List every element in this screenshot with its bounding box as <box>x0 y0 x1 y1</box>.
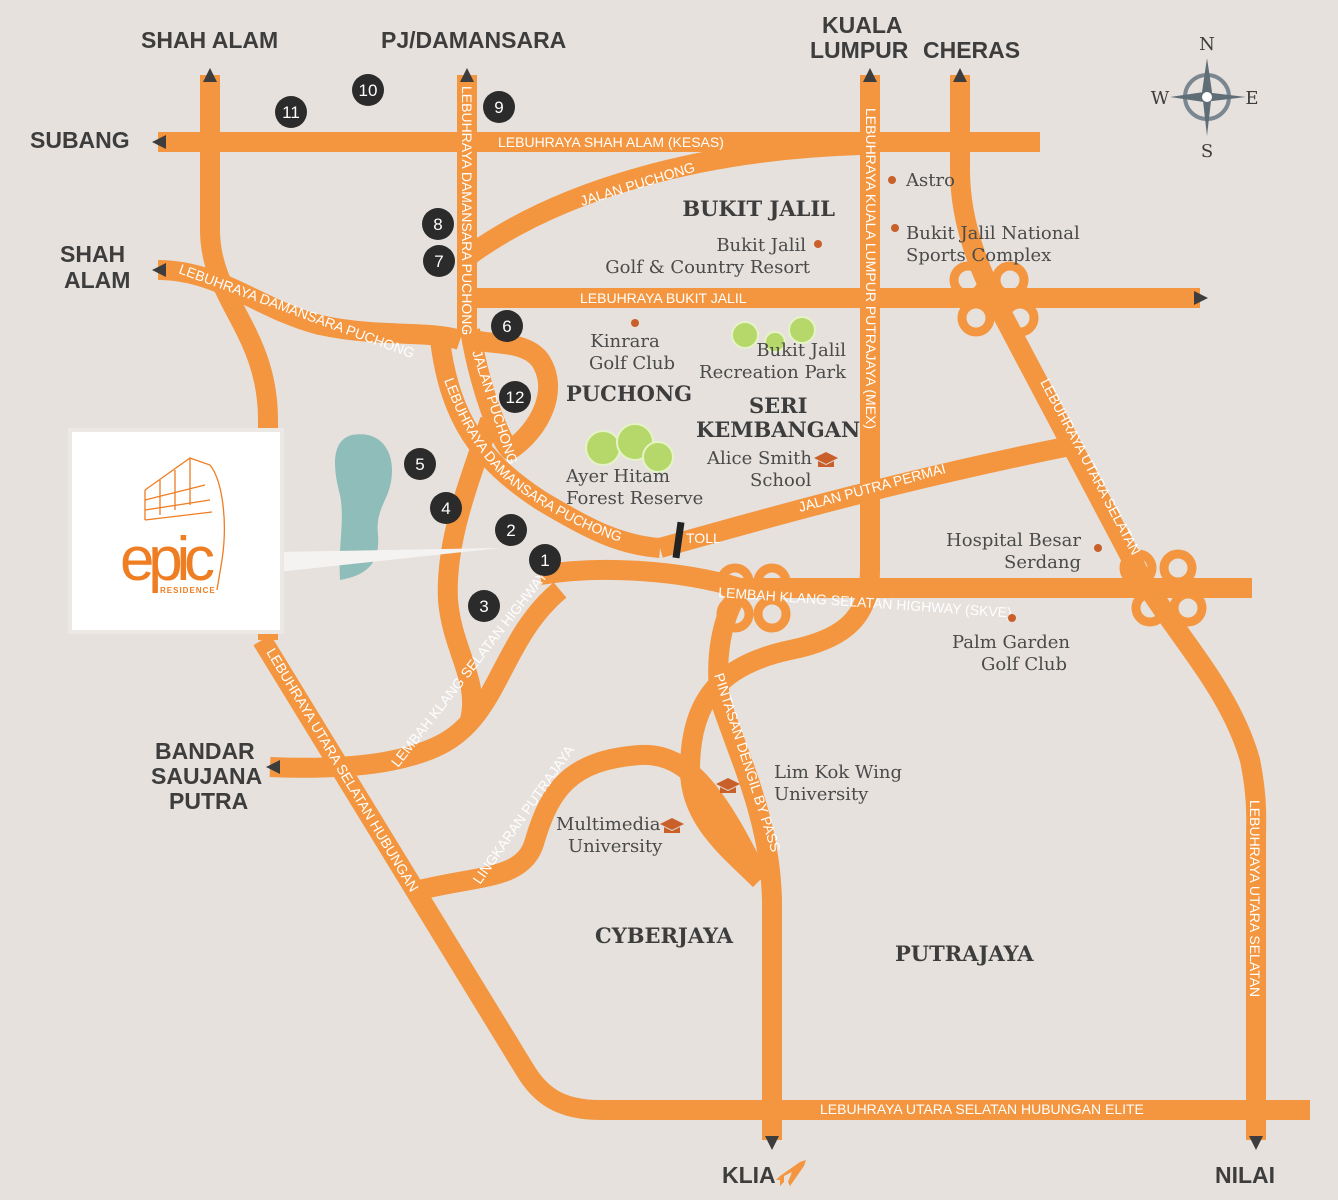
epic-residence-logo <box>144 457 226 591</box>
svg-text:3: 3 <box>479 597 488 616</box>
school-icon <box>814 452 838 467</box>
poi-bj-golf-1: Bukit Jalil <box>716 235 806 256</box>
poi-hospital-2: Serdang <box>1004 552 1081 573</box>
poi-kinrara-1: Kinrara <box>590 331 660 352</box>
logo-card <box>68 428 284 634</box>
poi-lkw-2: University <box>774 784 869 805</box>
dest-kl-2: LUMPUR <box>810 37 909 63</box>
marker-11[interactable]: 11 <box>275 96 307 128</box>
area-bukit-jalil: BUKIT JALIL <box>682 196 835 221</box>
dest-bandar-3: PUTRA <box>169 788 248 814</box>
road-label-toll: TOLL <box>686 530 721 546</box>
road-label-mex: LEBUHRAYA KUALA LUMPUR PUTRAJAYA (MEX) <box>863 108 879 429</box>
svg-text:12: 12 <box>506 388 525 407</box>
logo-subtitle: RESIDENCE <box>160 586 216 595</box>
callout-pointer <box>278 548 500 572</box>
marker-1[interactable]: 1 <box>529 544 561 576</box>
marker-6[interactable]: 6 <box>491 310 523 342</box>
area-seri-2: KEMBANGAN <box>696 417 860 442</box>
dest-cheras: CHERAS <box>923 37 1020 63</box>
road-label-lksh: LEMBAH KLANG SELATAN HIGHWAY <box>388 567 551 769</box>
poi-bukit-jalil-national-2: Sports Complex <box>906 245 1051 266</box>
svg-text:1: 1 <box>540 551 549 570</box>
svg-text:8: 8 <box>433 215 442 234</box>
compass-west: W <box>1151 88 1170 109</box>
airplane-icon <box>776 1160 806 1186</box>
svg-text:9: 9 <box>494 98 503 117</box>
dest-subang: SUBANG <box>30 127 130 153</box>
poi-alice-smith-1: Alice Smith <box>706 448 812 469</box>
road-label-bukit-jalil: LEBUHRAYA BUKIT JALIL <box>580 290 747 306</box>
park-trees <box>585 316 816 473</box>
compass-south: S <box>1201 141 1213 162</box>
toll-gate <box>672 521 685 559</box>
lake <box>335 434 392 580</box>
poi-ayer-hitam-2: Forest Reserve <box>566 488 703 509</box>
compass-north: N <box>1199 34 1215 55</box>
svg-text:4: 4 <box>441 499 450 518</box>
poi-kinrara-2: Golf Club <box>589 353 675 374</box>
area-puchong: PUCHONG <box>566 381 692 406</box>
dest-klia: KLIA <box>722 1162 776 1188</box>
dest-nilai: NILAI <box>1215 1162 1275 1188</box>
dest-kl-1: KUALA <box>822 12 903 38</box>
poi-mmu-2: University <box>568 836 663 857</box>
dest-bandar-2: SAUJANA <box>151 763 262 789</box>
dest-shah-alam: SHAH ALAM <box>141 27 278 53</box>
dest-shah-alam-w1: SHAH <box>60 241 125 267</box>
dest-bandar-1: BANDAR <box>155 738 255 764</box>
poi-hospital-1: Hospital Besar <box>946 530 1081 551</box>
road-label-plus-south: LEBUHRAYA UTARA SELATAN <box>1247 800 1263 997</box>
marker-8[interactable]: 8 <box>422 208 454 240</box>
marker-3[interactable]: 3 <box>468 590 500 622</box>
svg-text:5: 5 <box>415 455 424 474</box>
poi-lkw-1: Lim Kok Wing <box>774 762 902 783</box>
poi-bukit-jalil-national-1: Bukit Jalil National <box>906 223 1080 244</box>
svg-text:6: 6 <box>502 317 511 336</box>
poi-bj-park-2: Recreation Park <box>699 362 847 383</box>
poi-alice-smith-2: School <box>750 470 812 491</box>
university-icon <box>660 818 684 833</box>
poi-bj-park-1: Bukit Jalil <box>756 340 846 361</box>
interchanges <box>716 261 1207 633</box>
road-label-kesas: LEBUHRAYA SHAH ALAM (KESAS) <box>498 134 724 150</box>
svg-text:7: 7 <box>434 252 443 271</box>
compass-east: E <box>1245 88 1258 109</box>
marker-10[interactable]: 10 <box>352 74 384 106</box>
svg-text:10: 10 <box>359 81 378 100</box>
marker-9[interactable]: 9 <box>483 91 515 123</box>
area-cyberjaya: CYBERJAYA <box>595 923 734 948</box>
road-label-elite: LEBUHRAYA UTARA SELATAN HUBUNGAN ELITE <box>820 1101 1144 1117</box>
logo-wordmark: epic <box>120 525 215 594</box>
poi-palm-garden-2: Golf Club <box>981 654 1067 675</box>
svg-text:11: 11 <box>282 103 300 122</box>
svg-text:2: 2 <box>506 521 515 540</box>
poi-bj-golf-2: Golf & Country Resort <box>605 257 811 278</box>
roads <box>157 75 1310 1140</box>
poi-palm-garden-1: Palm Garden <box>952 632 1070 653</box>
marker-5[interactable]: 5 <box>404 448 436 480</box>
road-label-ldp-vertical: LEBUHRAYA DAMANSARA PUCHONG <box>459 86 475 335</box>
marker-12[interactable]: 12 <box>499 381 531 413</box>
dest-shah-alam-w2: ALAM <box>64 267 130 293</box>
marker-4[interactable]: 4 <box>430 492 462 524</box>
university-icon <box>716 778 740 793</box>
poi-mmu-1: Multimedia <box>556 814 661 835</box>
direction-arrows <box>152 68 1263 1150</box>
marker-2[interactable]: 2 <box>495 514 527 546</box>
poi-astro: Astro <box>905 170 955 191</box>
dest-pj-damansara: PJ/DAMANSARA <box>381 27 566 53</box>
compass-icon: N S W E <box>1151 34 1259 162</box>
road-label-ldp-west: LEBUHRAYA DAMANSARA PUCHONG <box>177 261 417 361</box>
area-seri-1: SERI <box>749 393 807 418</box>
markers: 1 2 3 4 5 6 7 8 9 10 11 12 <box>275 74 561 622</box>
marker-7[interactable]: 7 <box>423 245 455 277</box>
poi-ayer-hitam-1: Ayer Hitam <box>565 466 670 487</box>
area-putrajaya: PUTRAJAYA <box>895 941 1034 966</box>
